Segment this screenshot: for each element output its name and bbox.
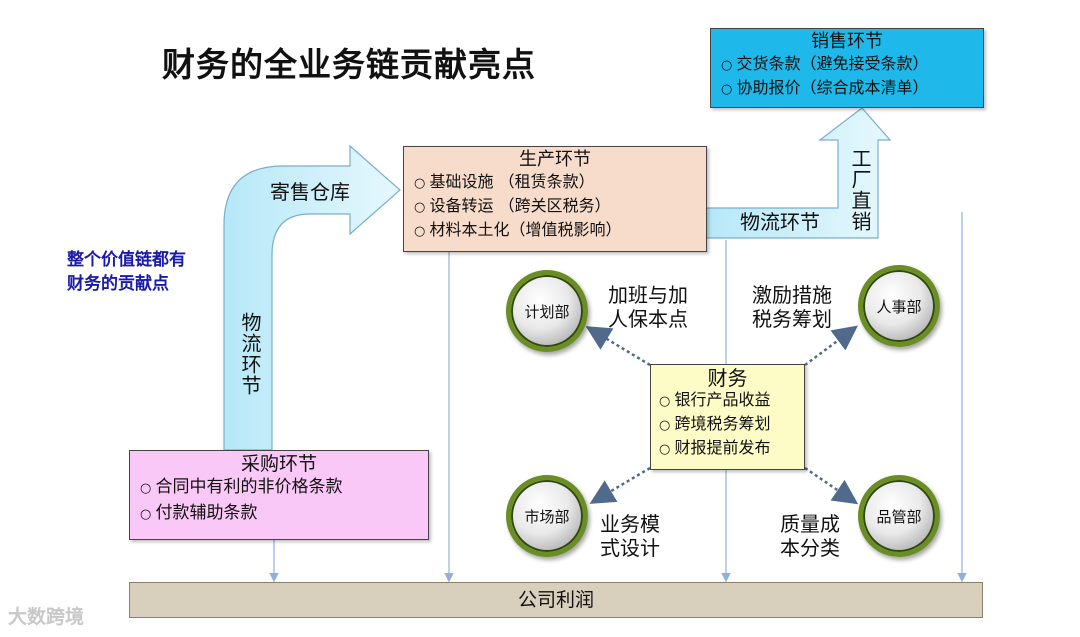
purchase-box: 采购环节 合同中有利的非价格条款 付款辅助条款 — [129, 450, 429, 540]
purchase-heading: 采购环节 — [240, 453, 317, 475]
sales-list: 交货条款（避免接受条款） 协助报价（综合成本清单） — [711, 53, 983, 101]
quality-impact-label: 质量成 本分类 — [780, 512, 840, 560]
value-chain-note: 整个价值链都有 财务的贡献点 — [67, 248, 186, 296]
company-profit-bar: 公司利润 — [129, 582, 983, 618]
page-title: 财务的全业务链贡献亮点 — [162, 45, 536, 84]
finance-item: 银行产品收益 — [659, 389, 804, 413]
planning-dept-circle: 计划部 — [506, 270, 588, 352]
planning-impact-label: 加班与加 人保本点 — [608, 283, 688, 331]
impact-line: 激励措施 — [752, 283, 832, 307]
logistics-horizontal-label: 物流环节 — [740, 210, 820, 234]
factory-direct-bent-arrow — [705, 107, 892, 239]
production-box: 生产环节 基础设施 （租赁条款） 设备转运 （跨关区税务） 材料本土化（增值税影… — [403, 146, 707, 252]
note-line-1: 整个价值链都有 — [67, 250, 186, 270]
logistics-vertical-label: 物流环节 — [238, 312, 262, 396]
impact-line: 质量成 — [780, 512, 840, 536]
production-list: 基础设施 （租赁条款） 设备转运 （跨关区税务） 材料本土化（增值税影响） — [404, 171, 706, 243]
quality-dept-circle: 品管部 — [858, 475, 940, 557]
sales-item: 交货条款（避免接受条款） — [721, 53, 983, 77]
market-dept-circle: 市场部 — [506, 475, 588, 557]
note-line-2: 财务的贡献点 — [67, 274, 169, 294]
production-heading: 生产环节 — [519, 149, 591, 170]
hr-dept-label: 人事部 — [876, 297, 922, 316]
finance-list: 银行产品收益 跨境税务筹划 财报提前发布 — [651, 389, 804, 461]
sales-box: 销售环节 交货条款（避免接受条款） 协助报价（综合成本清单） — [710, 28, 984, 108]
market-dept-label: 市场部 — [524, 507, 570, 526]
purchase-item: 合同中有利的非价格条款 — [140, 475, 428, 501]
impact-line: 加班与加 — [608, 283, 688, 307]
impact-line: 税务筹划 — [752, 307, 832, 331]
finance-item: 财报提前发布 — [659, 437, 804, 461]
finance-box: 财务 银行产品收益 跨境税务筹划 财报提前发布 — [650, 364, 805, 470]
factory-direct-label: 工厂直销 — [848, 148, 872, 232]
impact-line: 人保本点 — [608, 307, 688, 331]
logistics-bent-arrow — [223, 144, 401, 451]
impact-line: 业务模 — [600, 512, 660, 536]
hr-dept-circle: 人事部 — [858, 265, 940, 347]
consign-warehouse-label: 寄售仓库 — [270, 180, 350, 204]
production-item: 设备转运 （跨关区税务） — [414, 195, 706, 219]
market-impact-label: 业务模 式设计 — [600, 512, 660, 560]
hr-impact-label: 激励措施 税务筹划 — [752, 283, 832, 331]
production-item: 材料本土化（增值税影响） — [414, 219, 706, 243]
planning-dept-label: 计划部 — [524, 302, 570, 321]
watermark-logo: 大数跨境 — [8, 606, 85, 628]
quality-dept-label: 品管部 — [876, 507, 922, 526]
impact-line: 本分类 — [780, 536, 840, 560]
sales-heading: 销售环节 — [811, 31, 883, 52]
finance-heading: 财务 — [707, 366, 748, 390]
purchase-item: 付款辅助条款 — [140, 501, 428, 527]
sales-item: 协助报价（综合成本清单） — [721, 77, 983, 101]
production-item: 基础设施 （租赁条款） — [414, 171, 706, 195]
impact-line: 式设计 — [600, 536, 660, 560]
purchase-list: 合同中有利的非价格条款 付款辅助条款 — [130, 475, 428, 527]
finance-item: 跨境税务筹划 — [659, 413, 804, 437]
